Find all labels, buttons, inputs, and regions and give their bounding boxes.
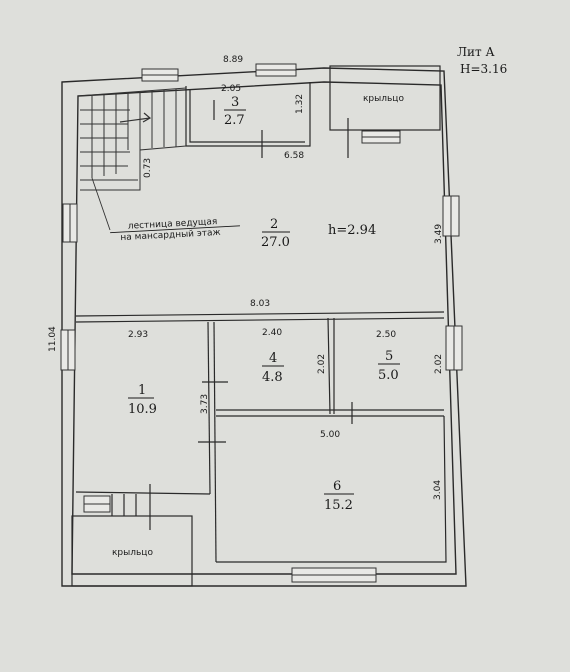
dim-room4-width: 2.40 — [262, 328, 282, 338]
dim-top-width: 8.89 — [223, 55, 243, 65]
room3-area: 2.7 — [224, 113, 245, 128]
room3-number: 3 — [231, 95, 239, 110]
door-marks — [149, 100, 353, 530]
room5-area: 5.0 — [378, 368, 399, 383]
room2-number: 2 — [270, 217, 278, 232]
dim-room2-right: 3.49 — [434, 224, 444, 244]
dim-room2-bottom: 8.03 — [250, 299, 270, 309]
porch-top — [329, 65, 441, 131]
porch-bottom-label: крыльцо — [112, 548, 153, 558]
room4-number: 4 — [269, 351, 277, 366]
room2-height: h=2.94 — [328, 223, 376, 238]
fraction-bars — [128, 109, 400, 495]
dim-room3-height: 1.32 — [295, 94, 305, 114]
height-label: Н=3.16 — [460, 62, 507, 76]
dim-left-height: 11.04 — [48, 326, 58, 352]
dim-room3-width: 2.05 — [221, 84, 241, 94]
porch-bottom — [71, 494, 193, 587]
dim-room5-height: 2.02 — [434, 354, 444, 374]
dim-room2-top: 6.58 — [284, 151, 304, 161]
room2-area: 27.0 — [261, 235, 290, 250]
dim-room6-width: 5.00 — [320, 430, 340, 440]
room1-number: 1 — [138, 383, 146, 398]
lit-label: Лит А — [457, 45, 495, 59]
dim-room1-width: 2.93 — [128, 330, 148, 340]
dim-room1-height: 3.73 — [200, 394, 210, 414]
room6-area: 15.2 — [324, 498, 353, 513]
dim-stair-gap: 0.73 — [143, 158, 153, 178]
dim-room6-height: 3.04 — [433, 480, 443, 500]
staircase — [77, 87, 187, 231]
windows — [60, 63, 463, 583]
room3-walls — [185, 82, 311, 147]
stair-note-underline — [110, 225, 240, 234]
room5-number: 5 — [385, 349, 393, 364]
room4-area: 4.8 — [262, 370, 283, 385]
dim-room5-width: 2.50 — [376, 330, 396, 340]
porch-top-label: крыльцо — [363, 94, 404, 104]
dim-room4-height: 2.02 — [317, 354, 327, 374]
room1-area: 10.9 — [128, 402, 157, 417]
room6-number: 6 — [333, 479, 341, 494]
